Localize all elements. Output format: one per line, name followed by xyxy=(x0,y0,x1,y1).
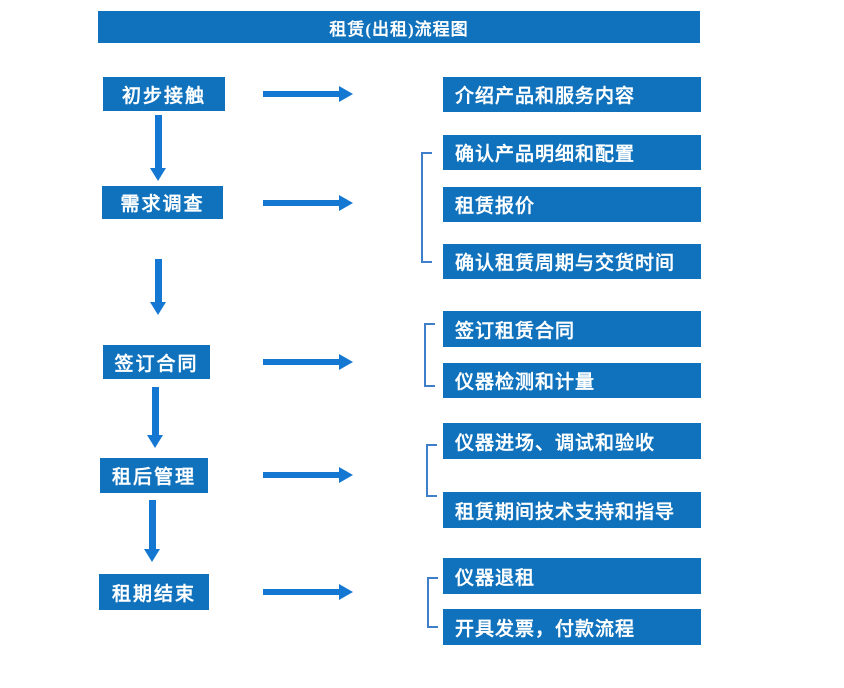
arrow-head xyxy=(144,549,160,562)
right-arrow-4 xyxy=(263,467,353,483)
right-arrow-3 xyxy=(263,354,353,370)
stage-box-demand-survey: 需求调查 xyxy=(102,186,223,219)
arrow-shaft xyxy=(149,500,156,551)
arrow-head xyxy=(339,467,353,483)
arrow-head xyxy=(339,584,353,600)
arrow-head xyxy=(150,302,166,315)
arrow-shaft xyxy=(152,387,159,437)
arrow-shaft xyxy=(263,200,342,206)
output-box-confirm-rental-period: 确认租赁周期与交货时间 xyxy=(443,244,701,279)
output-box-tech-support: 租赁期间技术支持和指导 xyxy=(443,492,701,528)
group-bracket-post-rental xyxy=(426,444,437,497)
group-bracket-demand-survey xyxy=(421,152,432,263)
arrow-shaft xyxy=(263,91,342,97)
stage-box-post-rental-management: 租后管理 xyxy=(100,458,208,493)
output-box-confirm-product-details: 确认产品明细和配置 xyxy=(443,135,701,170)
diagram-title: 租赁(出租)流程图 xyxy=(98,11,700,43)
output-box-rental-quote: 租赁报价 xyxy=(443,187,701,222)
stage-box-initial-contact: 初步接触 xyxy=(103,77,225,111)
arrow-head xyxy=(147,435,163,448)
arrow-shaft xyxy=(263,589,342,595)
output-box-instrument-return: 仪器退租 xyxy=(443,558,701,594)
group-bracket-rental-end xyxy=(427,577,438,628)
down-arrow-3 xyxy=(147,387,163,448)
group-bracket-sign-contract xyxy=(424,323,435,387)
down-arrow-2 xyxy=(150,259,166,315)
arrow-shaft xyxy=(155,259,162,304)
output-box-instrument-setup-acceptance: 仪器进场、调试和验收 xyxy=(443,423,701,459)
output-box-introduce-products: 介绍产品和服务内容 xyxy=(443,77,701,112)
arrow-shaft xyxy=(263,472,342,478)
stage-box-rental-end: 租期结束 xyxy=(99,574,209,610)
right-arrow-2 xyxy=(263,195,353,211)
down-arrow-4 xyxy=(144,500,160,562)
arrow-shaft xyxy=(155,115,162,170)
arrow-head xyxy=(339,354,353,370)
down-arrow-1 xyxy=(150,115,166,181)
stage-box-sign-contract: 签订合同 xyxy=(103,345,210,379)
arrow-head xyxy=(339,86,353,102)
right-arrow-1 xyxy=(263,86,353,102)
right-arrow-5 xyxy=(263,584,353,600)
arrow-shaft xyxy=(263,359,342,365)
arrow-head xyxy=(150,168,166,181)
arrow-head xyxy=(339,195,353,211)
output-box-sign-rental-contract: 签订租赁合同 xyxy=(443,311,701,347)
output-box-instrument-testing: 仪器检测和计量 xyxy=(443,363,701,398)
output-box-invoice-payment: 开具发票，付款流程 xyxy=(443,609,701,645)
